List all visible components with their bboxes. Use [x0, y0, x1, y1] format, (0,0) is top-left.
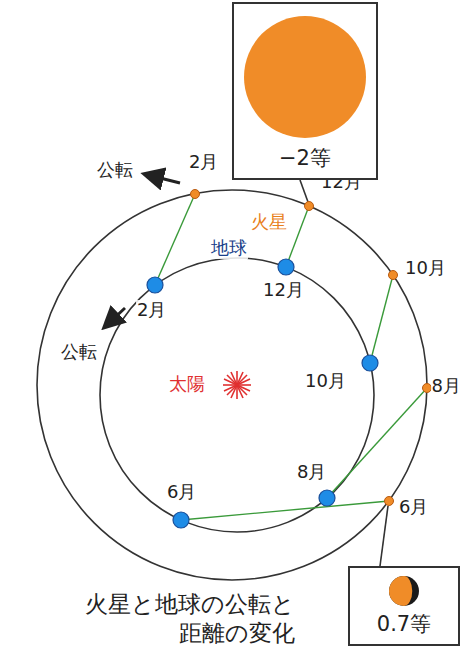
figure-caption: 火星と地球の公転と 距離の変化	[60, 590, 295, 648]
month-label: 8月	[431, 376, 462, 397]
month-label: 10月	[304, 371, 347, 392]
revolution-label: 公転	[60, 342, 98, 363]
earth-dots	[147, 259, 378, 528]
month-label: 10月	[404, 258, 447, 279]
mars-orbit	[37, 190, 427, 580]
planet-name: 火星	[250, 212, 288, 233]
sun-symbol	[223, 371, 251, 399]
month-label: 8月	[296, 462, 327, 483]
leader-line	[380, 506, 388, 566]
month-label: 12月	[262, 280, 305, 301]
magnitude-text: 0.7等	[350, 610, 458, 638]
callout-box: 0.7等	[348, 566, 460, 646]
callout-box: −2等	[232, 2, 378, 180]
revolution-label: 公転	[96, 160, 134, 181]
revolution-arrow	[110, 308, 125, 322]
month-label: 2月	[188, 152, 219, 173]
leader-line	[300, 180, 308, 202]
month-label: 6月	[398, 497, 429, 518]
planet-name: 地球	[210, 238, 248, 259]
month-label: 2月	[136, 300, 167, 321]
sight-lines	[155, 194, 427, 520]
magnitude-text: −2等	[234, 144, 376, 172]
sun-name: 太陽	[168, 374, 206, 395]
mars-dots	[191, 190, 432, 506]
month-label: 6月	[166, 482, 197, 503]
revolution-arrow	[152, 176, 180, 183]
